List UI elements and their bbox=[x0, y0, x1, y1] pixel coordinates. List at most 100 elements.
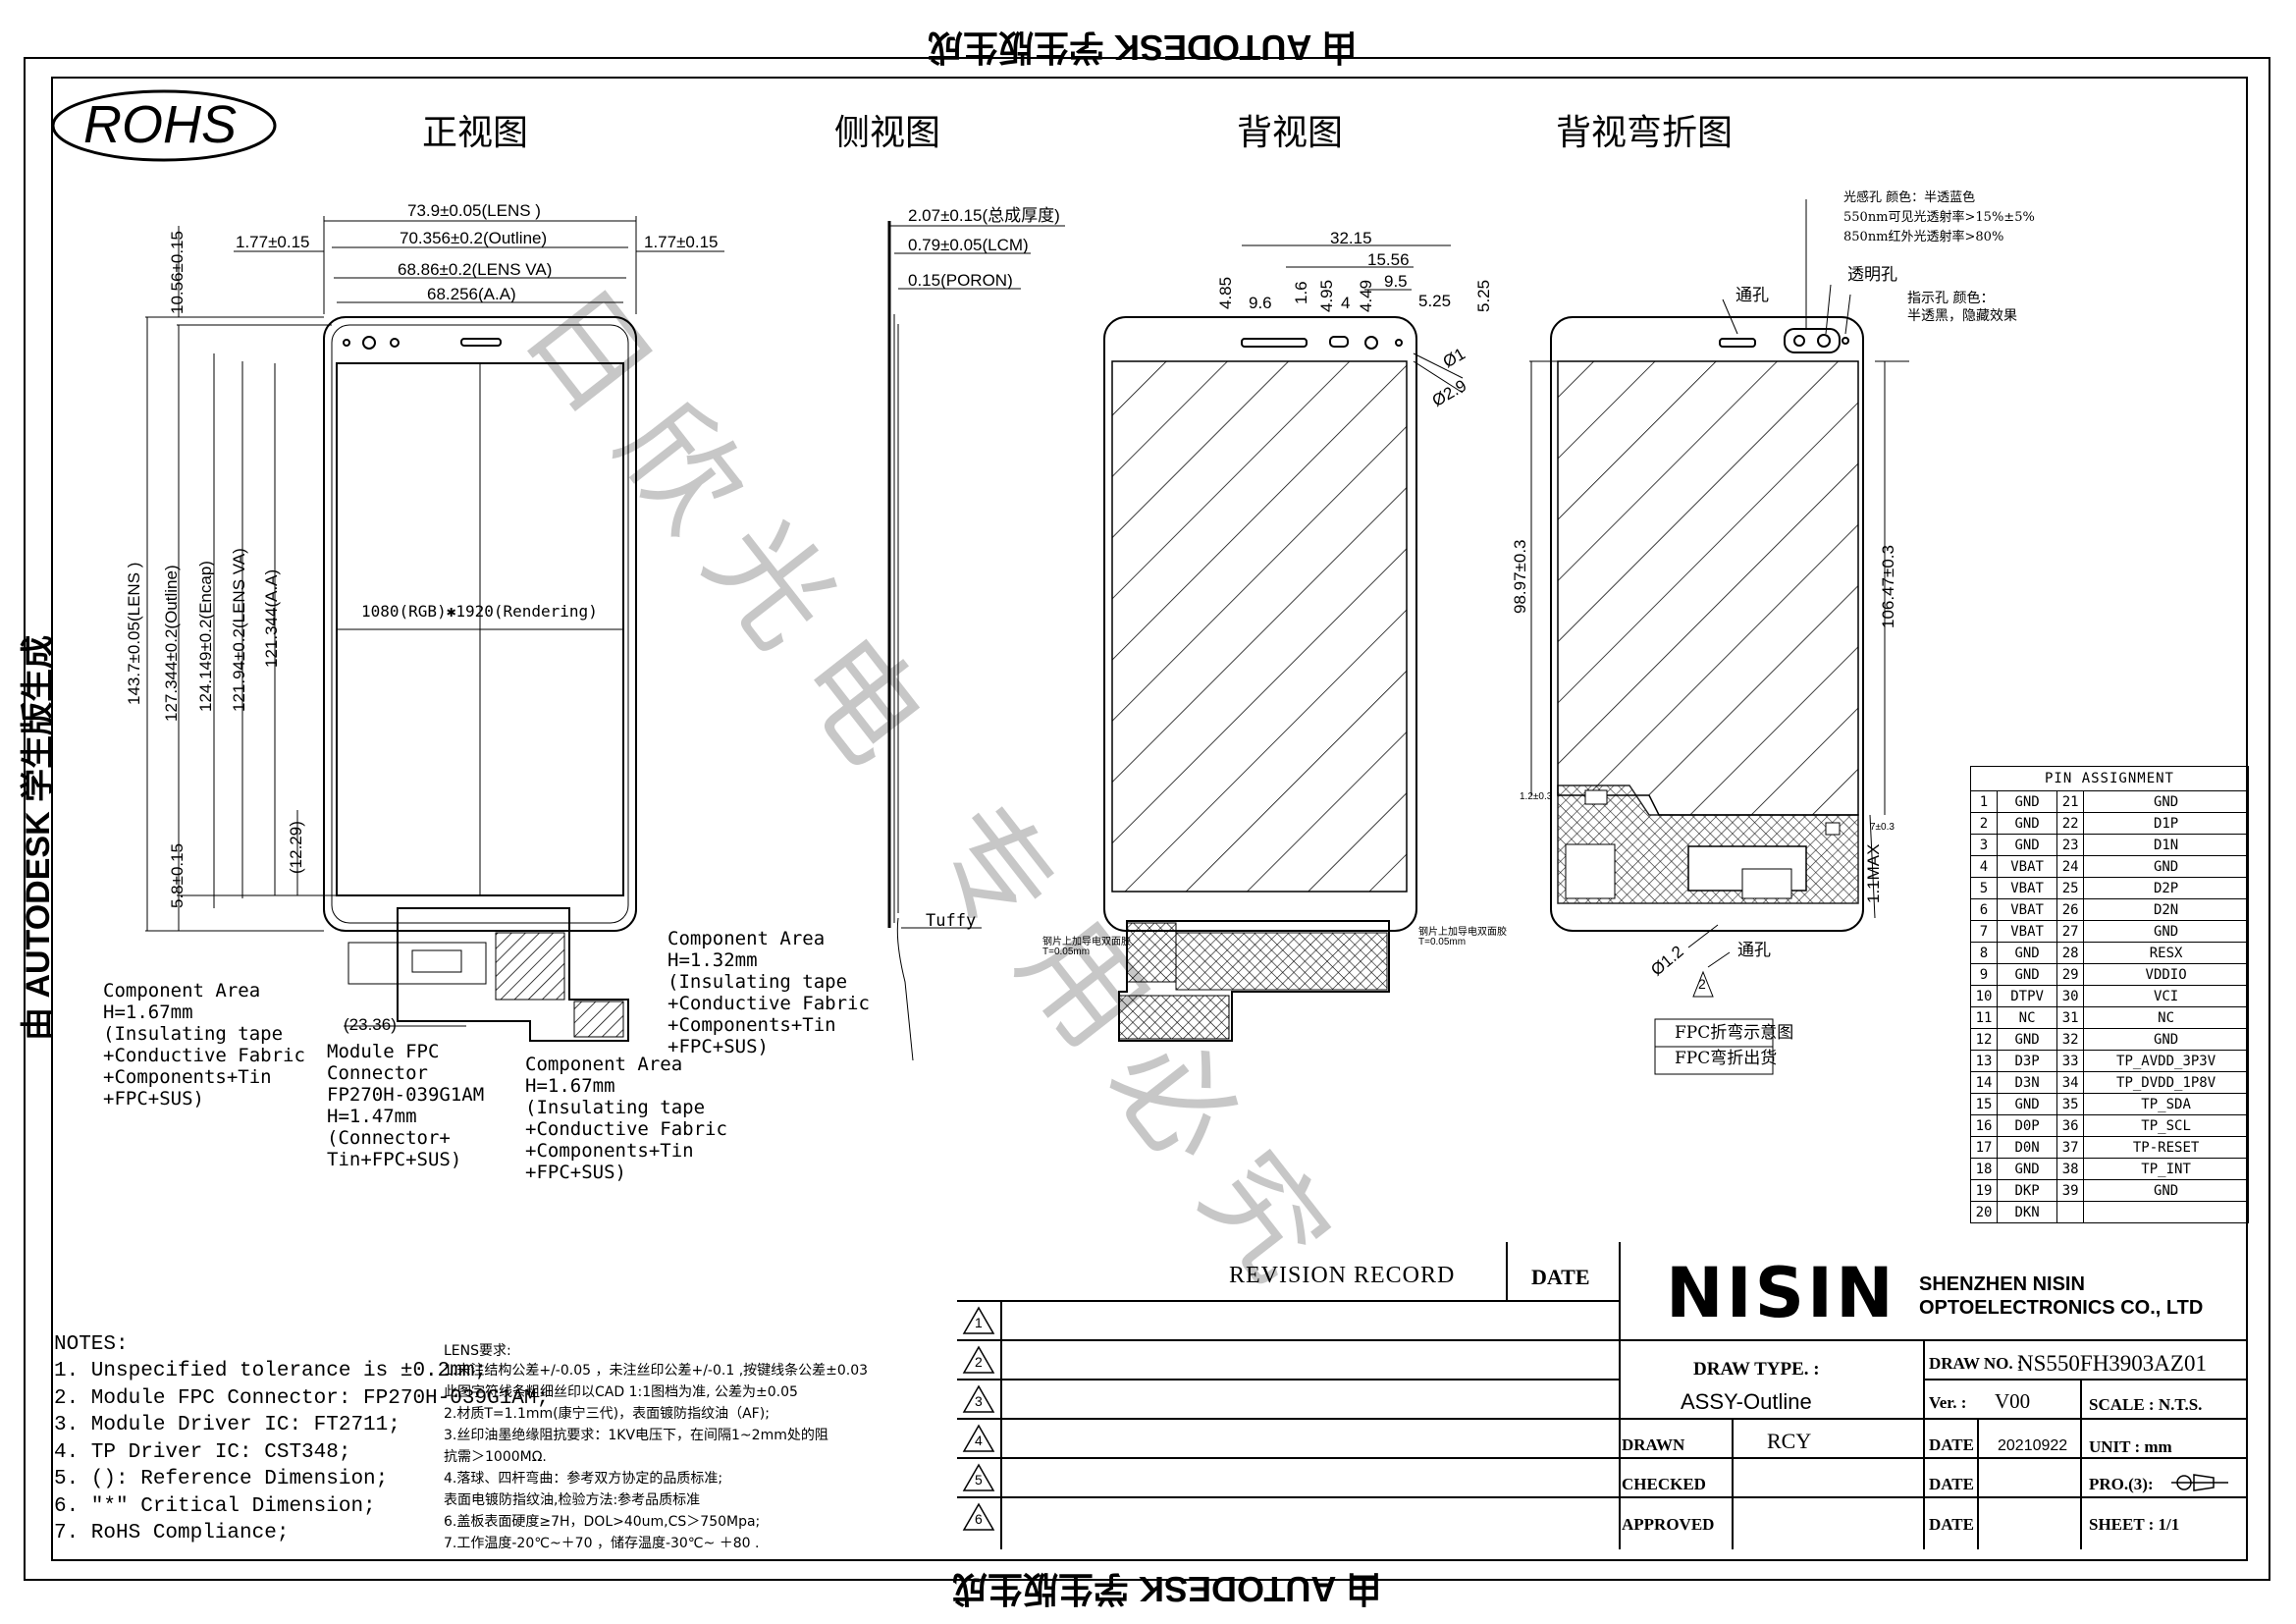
note-item: 1. Unspecified tolerance is ±0.2mm; bbox=[54, 1360, 488, 1382]
drawn-value: RCY bbox=[1767, 1429, 1812, 1453]
pin-number: 31 bbox=[2056, 1006, 2085, 1029]
pin-number: 3 bbox=[1970, 834, 1998, 856]
pin-number: 21 bbox=[2056, 790, 2085, 813]
pin-number: 24 bbox=[2056, 855, 2085, 878]
pin-number: 13 bbox=[1970, 1050, 1998, 1072]
pin-number: 4 bbox=[1970, 855, 1998, 878]
dim-back-9-5: 9.5 bbox=[1384, 272, 1408, 291]
pin-signal: D2P bbox=[2083, 877, 2249, 899]
revision-mark: 5 bbox=[975, 1472, 983, 1488]
pin-signal: VCI bbox=[2083, 985, 2249, 1007]
vent-hole-bottom-label: 通孔 bbox=[1737, 941, 1771, 960]
pin-signal: D2N bbox=[2083, 898, 2249, 921]
note-item: 5. (): Reference Dimension; bbox=[54, 1468, 389, 1490]
dim-back-4-95: 4.95 bbox=[1317, 279, 1336, 312]
pin-signal: TP_SCL bbox=[2083, 1114, 2249, 1137]
indicator-note-1: 指示孔 颜色： bbox=[1907, 291, 1995, 306]
revision-mark: 2 bbox=[975, 1354, 983, 1370]
pin-number: 38 bbox=[2056, 1158, 2085, 1180]
pin-number: 35 bbox=[2056, 1093, 2085, 1115]
revision-triangles bbox=[962, 1306, 995, 1531]
component-area-middle: Component Area H=1.32mm (Insulating tape… bbox=[667, 928, 870, 1057]
drawn-date-value: 20210922 bbox=[1998, 1437, 2068, 1454]
dim-bend-98-97: 98.97±0.3 bbox=[1511, 539, 1529, 614]
pin-number: 1 bbox=[1970, 790, 1998, 813]
pin-number: 12 bbox=[1970, 1028, 1998, 1051]
approved-label: APPROVED bbox=[1622, 1515, 1715, 1534]
company-logo: NISIN bbox=[1666, 1253, 1896, 1333]
fpc-bend-note-2: FPC弯折出货 bbox=[1675, 1049, 1778, 1068]
revision-record-label: REVISION RECORD bbox=[1229, 1263, 1456, 1288]
pro-label: PRO.(3): bbox=[2089, 1475, 2154, 1493]
dim-back-9-6: 9.6 bbox=[1249, 294, 1272, 312]
dim-bottom-margin: 5.8±0.15 bbox=[168, 842, 187, 908]
pin-number: 27 bbox=[2056, 920, 2085, 943]
lens-req-item: 7.工作温度-20℃~＋70 ，储存温度-30℃~ ＋80 . bbox=[444, 1536, 760, 1551]
drawn-label: DRAWN bbox=[1622, 1435, 1685, 1454]
ver-value: V00 bbox=[1995, 1389, 2031, 1413]
pin-signal: GND bbox=[2083, 920, 2249, 943]
pin-number: 37 bbox=[2056, 1136, 2085, 1159]
notes-title: NOTES: bbox=[54, 1333, 129, 1356]
pin-number: 10 bbox=[1970, 985, 1998, 1007]
dim-lens-va-width: 68.86±0.2(LENS VA) bbox=[398, 260, 553, 279]
pin-signal: VBAT bbox=[1996, 855, 2058, 878]
draw-no-value: NS550FH3903AZ01 bbox=[2017, 1351, 2207, 1376]
pro-symbol-icon bbox=[2171, 1474, 2228, 1491]
dim-outline-width: 70.356±0.2(Outline) bbox=[400, 229, 548, 247]
company-name-line2: OPTOELECTRONICS CO., LTD bbox=[1919, 1297, 2204, 1319]
pin-number: 28 bbox=[2056, 942, 2085, 964]
dim-total-thickness: 2.07±0.15(总成厚度) bbox=[908, 206, 1060, 225]
draw-type-label: DRAW TYPE. : bbox=[1693, 1359, 1820, 1380]
revision-mark: 3 bbox=[975, 1393, 983, 1409]
tuffy-label: Tuffy bbox=[926, 911, 977, 931]
pin-number: 8 bbox=[1970, 942, 1998, 964]
note-item: 4. TP Driver IC: CST348; bbox=[54, 1440, 351, 1464]
dim-fpc-offset: (12.29) bbox=[287, 821, 305, 874]
revision-date-label: DATE bbox=[1531, 1265, 1590, 1289]
dim-top-margin: 10.56±0.15 bbox=[168, 231, 187, 314]
lens-req-item: 此图字符线条粗细丝印以CAD 1:1图档为准, 公差为±0.05 bbox=[444, 1384, 798, 1400]
pin-number: 34 bbox=[2056, 1071, 2085, 1094]
dim-back-5-25-b: 5.25 bbox=[1474, 279, 1493, 312]
pin-signal: GND bbox=[2083, 790, 2249, 813]
lens-req-item: 表面电镀防指纹油,检验方法:参考品质标准 bbox=[444, 1492, 701, 1508]
pin-number: 16 bbox=[1970, 1114, 1998, 1137]
ver-label: Ver. : bbox=[1929, 1393, 1967, 1412]
approved-date-label: DATE bbox=[1929, 1515, 1974, 1534]
title-block-grid bbox=[957, 1242, 2246, 1549]
component-area-left: Component Area H=1.67mm (Insulating tape… bbox=[103, 980, 305, 1110]
pin-number: 17 bbox=[1970, 1136, 1998, 1159]
revision-mark-2: 2 bbox=[1698, 976, 1706, 992]
pin-signal: GND bbox=[1996, 1158, 2058, 1180]
pin-number: 11 bbox=[1970, 1006, 1998, 1029]
sensor-note-1: 光感孔 颜色：半透蓝色 bbox=[1843, 190, 1976, 205]
pin-number: 19 bbox=[1970, 1179, 1998, 1202]
pin-signal: GND bbox=[1996, 834, 2058, 856]
unit-label: UNIT : mm bbox=[2089, 1437, 2172, 1456]
scale-label: SCALE : N.T.S. bbox=[2089, 1395, 2203, 1414]
transparent-hole-label: 透明孔 bbox=[1847, 265, 1897, 285]
pin-signal: D0N bbox=[1996, 1136, 2058, 1159]
dim-back-32-15: 32.15 bbox=[1330, 229, 1372, 247]
indicator-note-2: 半透黑，隐藏效果 bbox=[1907, 308, 2017, 324]
pin-signal: GND bbox=[1996, 812, 2058, 835]
dim-poron-thickness: 0.15(PORON) bbox=[908, 271, 1013, 290]
pin-signal: D1N bbox=[2083, 834, 2249, 856]
component-area-bottom: Component Area H=1.67mm (Insulating tape… bbox=[525, 1054, 727, 1183]
fpc-connector-annotation: Module FPC Connector FP270H-039G1AM H=1.… bbox=[327, 1041, 485, 1170]
dim-back-1-6: 1.6 bbox=[1292, 281, 1310, 304]
company-name-line1: SHENZHEN NISIN bbox=[1919, 1273, 2085, 1295]
pin-signal: GND bbox=[1996, 942, 2058, 964]
pin-signal: GND bbox=[1996, 1093, 2058, 1115]
dim-lcm-thickness: 0.79±0.05(LCM) bbox=[908, 236, 1029, 254]
back-note-left: 钢片上加导电双面胶T=0.05mm bbox=[1042, 937, 1131, 957]
pin-signal: TP_INT bbox=[2083, 1158, 2249, 1180]
